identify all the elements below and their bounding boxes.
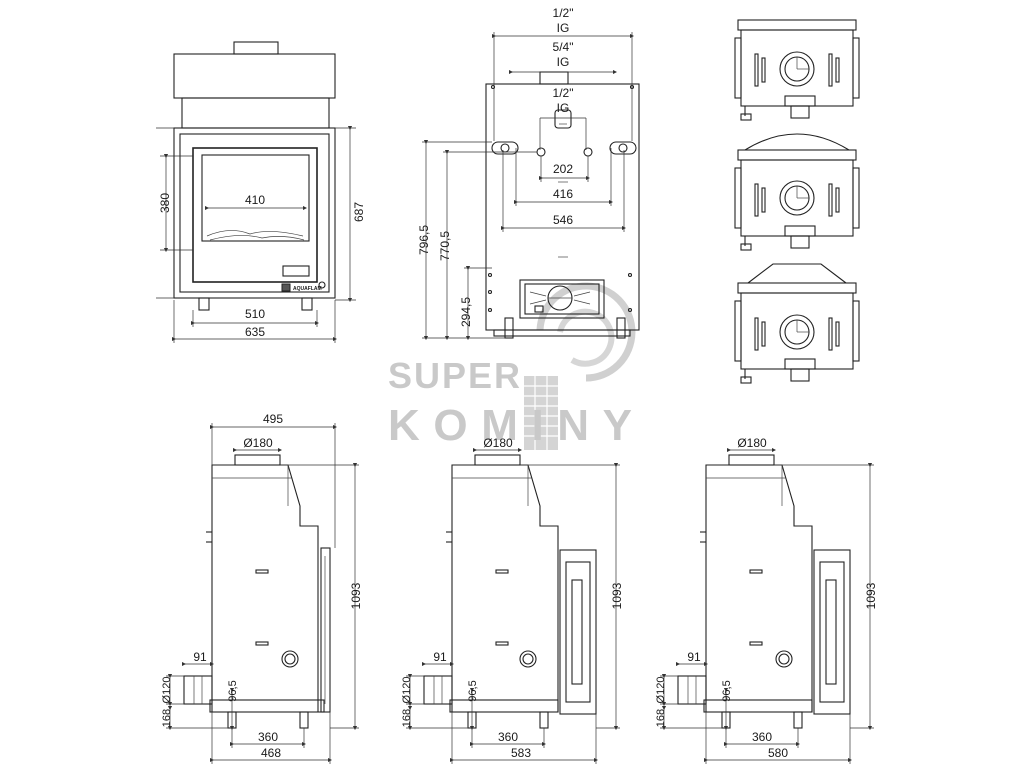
dim-inlet-dia-1: Ø120 — [161, 677, 173, 704]
dim-546: 546 — [553, 213, 573, 227]
watermark-logo: SUPER KOMINY — [388, 282, 636, 450]
dim-top-width: 495 — [263, 412, 283, 426]
dim-inlet-height-3: 96,5 — [721, 680, 733, 701]
dim-inner-width: 410 — [245, 193, 265, 207]
conn-mid-size: 5/4" — [553, 40, 574, 54]
dim-202: 202 — [553, 162, 573, 176]
conn-low-size: 1/2" — [553, 86, 574, 100]
dim-total-height: 687 — [352, 202, 366, 222]
dim-feet-3: 360 — [752, 730, 772, 744]
dim-inlet-offset-2: 91 — [433, 650, 447, 664]
conn-mid-type: IG — [557, 55, 570, 69]
conn-top-type: IG — [557, 21, 570, 35]
dim-416: 416 — [553, 187, 573, 201]
dim-feet-2: 360 — [498, 730, 518, 744]
dim-feet-1: 360 — [258, 730, 278, 744]
dim-depth-1: 468 — [261, 746, 281, 760]
side-view-3: Ø180 1093 91 Ø120 168 96,5 360 580 — [655, 436, 878, 764]
dim-glass-height: 380 — [158, 193, 172, 213]
dim-inlet-height-2: 96,5 — [467, 680, 479, 701]
dim-flue-dia-1: Ø180 — [243, 436, 273, 450]
side-view-2: Ø180 1093 91 Ø120 168 96,5 360 583 — [401, 436, 624, 764]
dim-height-2: 1093 — [610, 582, 624, 609]
top-view-1 — [734, 19, 860, 121]
dim-inlet-base-2: 168 — [401, 709, 413, 727]
dim-flue-dia-2: Ø180 — [483, 436, 513, 450]
dim-796: 796,5 — [417, 225, 431, 255]
dim-height-3: 1093 — [864, 582, 878, 609]
front-view: AQUAFLAM 380 687 410 510 635 — [156, 41, 366, 343]
watermark-line1: SUPER — [388, 355, 522, 396]
dim-door-width: 510 — [245, 307, 265, 321]
dim-inlet-height-1: 96,5 — [227, 680, 239, 701]
dim-depth-3: 580 — [768, 746, 788, 760]
conn-low-type: IG — [557, 101, 570, 115]
side-view-1: 495 Ø180 1093 91 Ø120 168 96,5 360 468 — [161, 412, 363, 764]
dim-inlet-offset-1: 91 — [193, 650, 207, 664]
dim-inlet-base-3: 168 — [655, 709, 667, 727]
dim-height-1: 1093 — [349, 582, 363, 609]
dim-depth-2: 583 — [511, 746, 531, 760]
dim-flue-dia-3: Ø180 — [737, 436, 767, 450]
rear-view: 1/2" IG 5/4" IG 1/2" IG 202 416 546 796,… — [417, 6, 640, 341]
dim-770: 770,5 — [438, 231, 452, 261]
dim-inlet-base-1: 168 — [161, 709, 173, 727]
dim-inlet-offset-3: 91 — [687, 650, 701, 664]
dim-total-width: 635 — [245, 325, 265, 339]
brand-label: AQUAFLAM — [293, 286, 322, 292]
dim-294: 294,5 — [459, 297, 473, 327]
top-view-2 — [734, 133, 860, 251]
conn-top-size: 1/2" — [553, 6, 574, 20]
top-view-3 — [734, 263, 860, 384]
dim-inlet-dia-2: Ø120 — [401, 677, 413, 704]
dim-inlet-dia-3: Ø120 — [655, 677, 667, 704]
